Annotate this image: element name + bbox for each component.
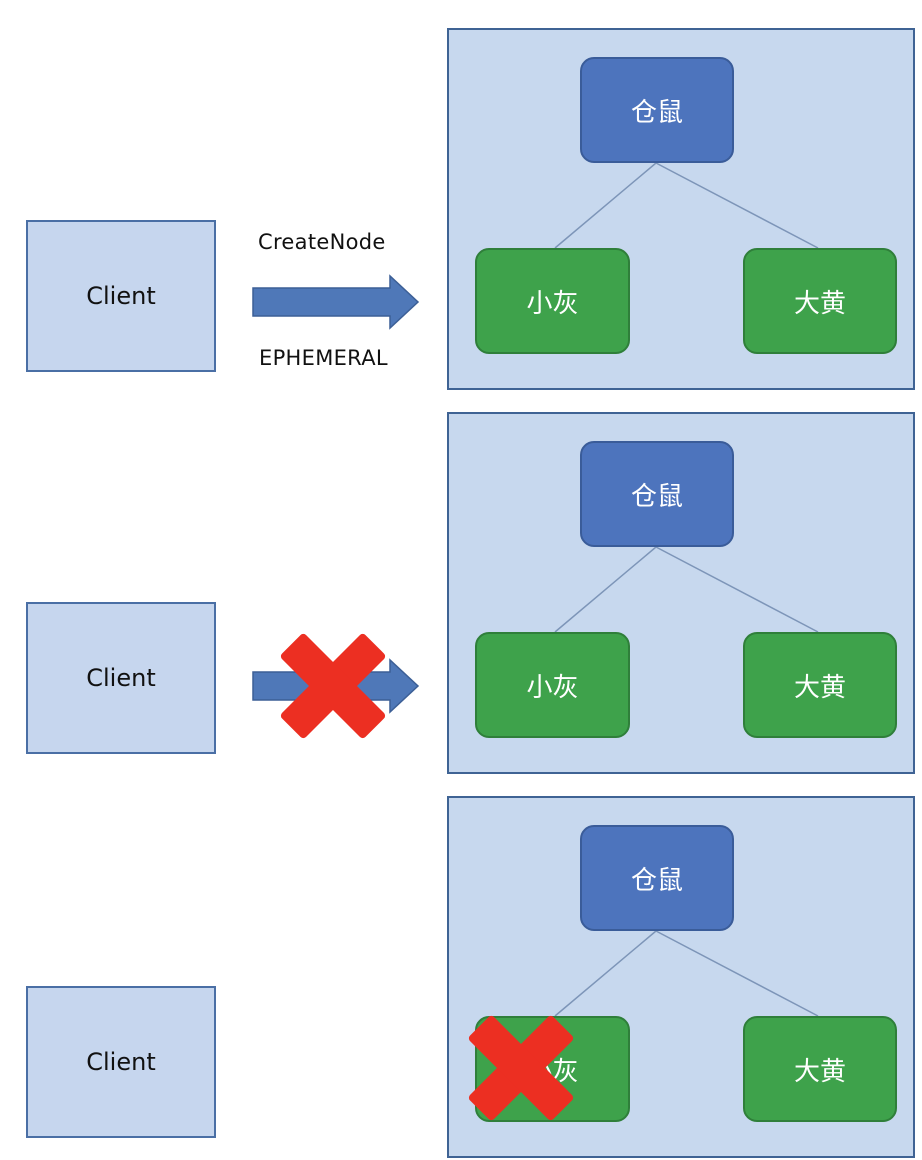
child-node-right: 大黄 [743,632,897,738]
panel-graphics [252,546,819,739]
child-node-right-label: 大黄 [793,672,846,703]
parent-node: 仓鼠 [580,825,734,931]
request-arrow [252,274,420,330]
child-node-right-label: 大黄 [793,288,846,319]
child-node-left-label: 小灰 [526,288,579,319]
client-box: Client [26,602,216,754]
panel-graphics [252,162,819,330]
tree-edge-left [554,930,657,1017]
panel-connection-lost: Client 仓鼠 小灰 大黄 [0,384,922,774]
parent-node: 仓鼠 [580,57,734,163]
panel-create-node: Client CreateNode EPHEMERAL 仓鼠 小灰 大黄 [0,0,922,390]
child-node-left: 小灰 [475,632,630,738]
tree-edge-left [554,162,657,249]
tree-edge-right [655,546,819,633]
panel-overlay [468,1015,574,1121]
cross-mark-icon [280,633,386,739]
parent-node-label: 仓鼠 [630,481,683,512]
child-node-left-label: 小灰 [526,672,579,703]
child-node-left: 小灰 [475,248,630,354]
parent-node-label: 仓鼠 [630,865,683,896]
tree-edge-right [655,162,819,249]
client-label: Client [86,282,156,310]
child-node-right: 大黄 [743,1016,897,1122]
client-box: Client [26,986,216,1138]
parent-node-label: 仓鼠 [630,97,683,128]
client-box: Client [26,220,216,372]
panel-node-deleted: Client 仓鼠 小灰 大黄 [0,768,922,1158]
client-label: Client [86,1048,156,1076]
parent-node: 仓鼠 [580,441,734,547]
tree-edge-right [655,930,819,1017]
arrow-top-label: CreateNode [258,230,386,254]
tree-edge-left [554,546,657,633]
child-node-right: 大黄 [743,248,897,354]
arrow-bottom-label: EPHEMERAL [259,346,388,370]
cross-mark-icon [468,1015,574,1121]
client-label: Client [86,664,156,692]
panel-graphics [554,930,819,1017]
child-node-right-label: 大黄 [793,1056,846,1087]
